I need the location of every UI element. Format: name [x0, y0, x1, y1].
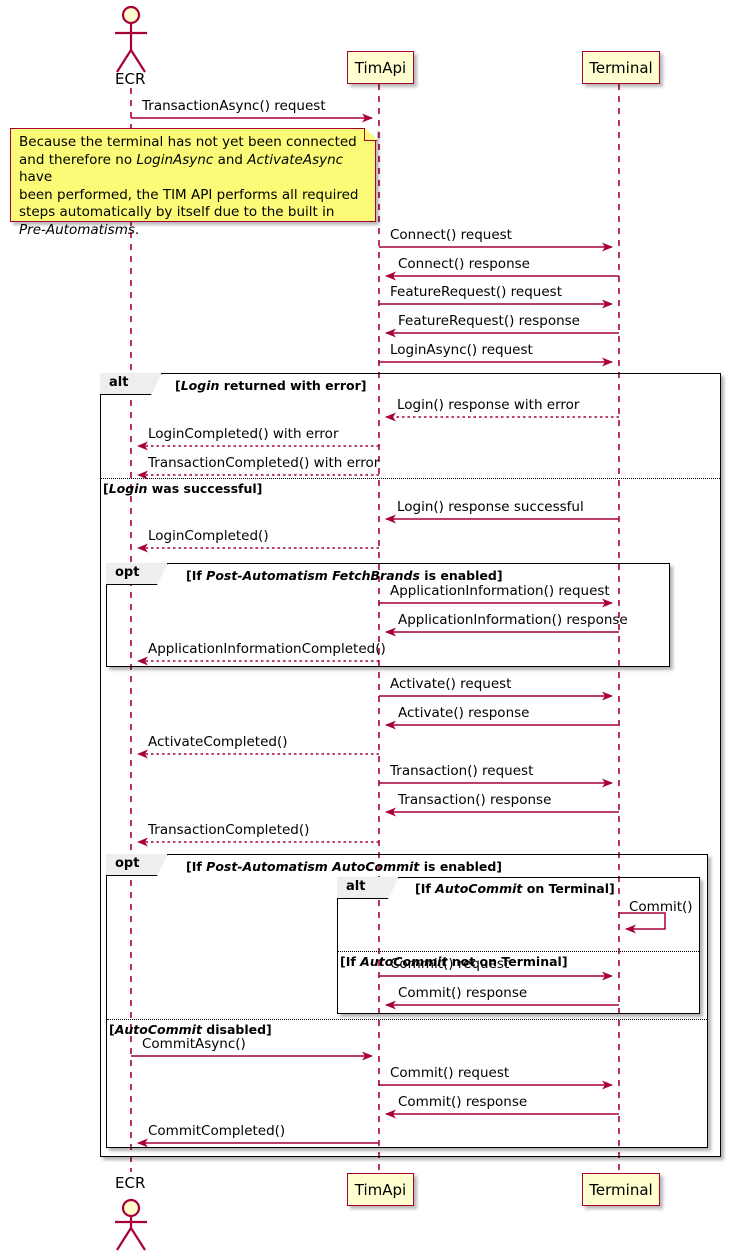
fragment-divider-alt-autocommit	[338, 951, 699, 952]
message-label-m16: Activate() response	[398, 705, 530, 721]
lifelines	[130, 84, 620, 1172]
message-label-m15: Activate() request	[390, 676, 512, 692]
actor-ecr-top	[115, 5, 147, 73]
fragment-tab-opt-autocommit: opt	[106, 854, 168, 876]
message-label-m13: ApplicationInformation() response	[398, 612, 628, 628]
message-label-m14: ApplicationInformationCompleted()	[148, 641, 386, 657]
message-label-m1: TransactionAsync() request	[142, 98, 326, 114]
message-label-m3: Connect() response	[398, 256, 530, 272]
fragment-condition-opt-autocommit-2: [AutoCommit disabled]	[109, 1022, 272, 1037]
arrow-m21-self	[619, 912, 666, 934]
note-line-4: steps automatically by itself due to the…	[19, 204, 335, 220]
message-label-m12: ApplicationInformation() request	[390, 583, 610, 599]
fragment-condition-alt-login-1: [Login returned with error]	[175, 378, 367, 393]
fragment-divider-opt-autocommit	[107, 1019, 707, 1020]
message-label-m20: TransactionCompleted()	[148, 822, 310, 838]
fragment-opt-fetchbrands	[106, 563, 670, 667]
fragment-tab-alt-login: alt	[100, 373, 162, 395]
message-label-m7: Login() response with error	[397, 397, 580, 413]
participant-label-ecr-top: ECR	[115, 70, 146, 88]
note-folded-corner	[364, 128, 377, 141]
fragment-condition-opt-fetchbrands: [If Post-Automatism FetchBrands is enabl…	[186, 568, 503, 583]
note-line-2: and therefore no LoginAsync and Activate…	[19, 151, 344, 186]
message-arrows	[131, 113, 666, 1148]
message-label-m9: TransactionCompleted() with error	[148, 455, 380, 471]
fragment-divider-alt-login	[101, 478, 720, 479]
note-line-1: Because the terminal has not yet been co…	[19, 134, 357, 150]
participant-box-terminal-bottom[interactable]: Terminal	[582, 1173, 660, 1206]
note-line-5: Pre-Automatisms.	[19, 221, 140, 238]
fragment-condition-opt-autocommit-1: [If Post-Automatism AutoCommit is enable…	[186, 859, 503, 874]
participant-box-terminal-top[interactable]: Terminal	[582, 51, 660, 84]
message-label-m23: Commit() response	[398, 985, 528, 1001]
message-label-m8: LoginCompleted() with error	[148, 426, 339, 442]
message-label-m22: Commit() request	[390, 956, 510, 972]
message-label-m27: CommitCompleted()	[148, 1123, 286, 1139]
fragment-alt-login	[100, 373, 721, 1157]
message-label-m10: Login() response successful	[397, 499, 584, 515]
actor-ecr-bottom	[115, 1198, 147, 1251]
fragment-alt-autocommit-terminal	[337, 877, 700, 1014]
fragment-condition-alt-autocommit-2: [If AutoCommit not on Terminal]	[340, 954, 568, 969]
message-label-m24: CommitAsync()	[142, 1036, 246, 1052]
note-pre-automatisms: Because the terminal has not yet been co…	[10, 128, 376, 238]
participant-label-ecr-bottom: ECR	[115, 1174, 146, 1192]
message-label-m18: Transaction() request	[390, 763, 534, 779]
message-label-m17: ActivateCompleted()	[148, 734, 288, 750]
message-label-m4: FeatureRequest() request	[390, 284, 562, 300]
participant-box-timapi-top[interactable]: TimApi	[347, 51, 414, 84]
message-label-m5: FeatureRequest() response	[398, 313, 580, 329]
message-label-m26: Commit() response	[398, 1094, 528, 1110]
fragment-condition-alt-login-2: [Login was successful]	[103, 481, 263, 496]
message-label-m19: Transaction() response	[398, 792, 552, 808]
fragment-opt-autocommit	[106, 854, 708, 1148]
message-label-m21: Commit()	[629, 899, 693, 915]
fragment-condition-alt-autocommit-1: [If AutoCommit on Terminal]	[415, 881, 615, 896]
message-label-m6: LoginAsync() request	[390, 342, 533, 358]
message-label-m25: Commit() request	[390, 1065, 510, 1081]
participant-box-timapi-bottom[interactable]: TimApi	[347, 1173, 414, 1206]
fragment-tab-alt-autocommit-terminal: alt	[337, 877, 399, 899]
message-label-m2: Connect() request	[390, 227, 512, 243]
note-line-3: been performed, the TIM API performs all…	[19, 186, 359, 203]
message-label-m11: LoginCompleted()	[148, 528, 269, 544]
